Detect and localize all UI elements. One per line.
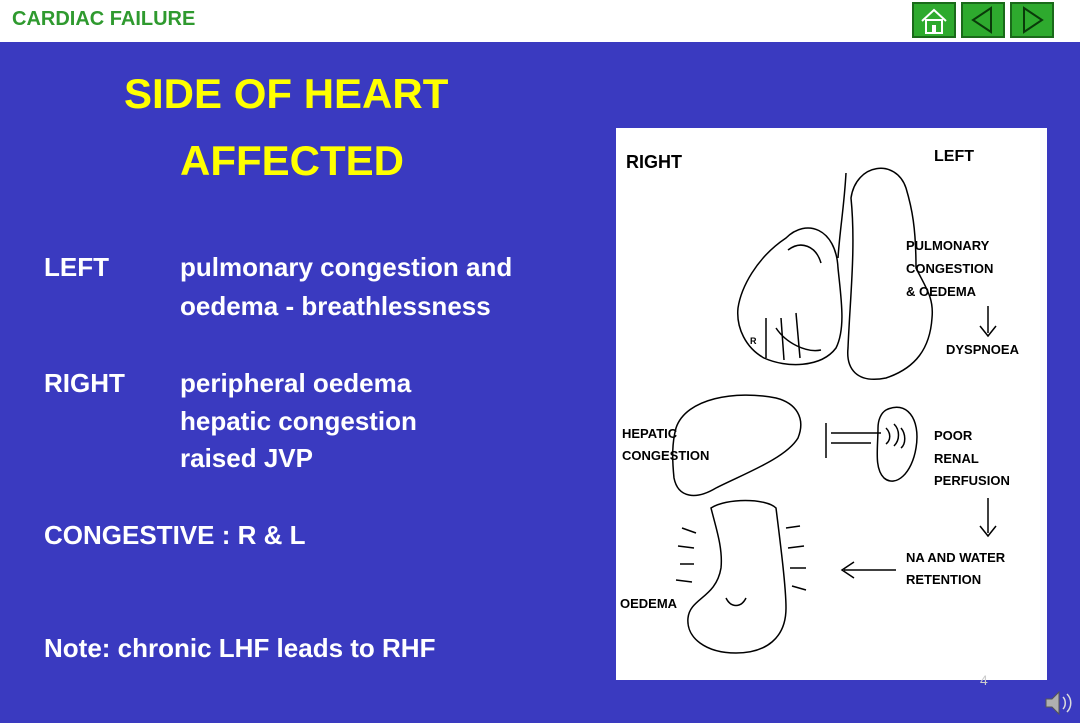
diagram-left-label: LEFT xyxy=(934,148,974,165)
congestive-line: CONGESTIVE : R & L xyxy=(44,520,306,550)
left-line1: pulmonary congestion and xyxy=(180,252,513,282)
note-line: Note: chronic LHF leads to RHF xyxy=(44,633,436,663)
heart-failure-diagram: RIGHT LEFT R PULMONARY CONGESTION & OEDE… xyxy=(616,128,1047,680)
arrow-left xyxy=(840,561,896,579)
arrow-down-1 xyxy=(979,306,997,338)
right-line2: hepatic congestion xyxy=(180,406,417,436)
prev-icon xyxy=(971,6,992,34)
dyspnoea-label: DYSPNOEA xyxy=(946,342,1019,357)
leg-outline xyxy=(687,499,787,654)
slide-title-line1: SIDE OF HEART xyxy=(124,70,449,117)
na-label-1: NA AND WATER xyxy=(906,550,1006,565)
left-line2: oedema - breathlessness xyxy=(180,291,491,321)
next-icon xyxy=(1023,6,1044,34)
next-button[interactable] xyxy=(1010,2,1054,38)
header-bar: CARDIAC FAILURE xyxy=(0,0,1080,42)
poor-label-3: PERFUSION xyxy=(934,473,1010,488)
speaker-icon xyxy=(1045,690,1072,716)
liver-outline xyxy=(671,394,802,497)
hepatic-label-1: HEPATIC xyxy=(622,426,678,441)
right-heart-outline xyxy=(737,227,843,366)
page-number: 4 xyxy=(980,672,988,688)
right-line1: peripheral oedema xyxy=(180,368,412,398)
aorta-line xyxy=(837,172,847,259)
diagram-right-label: RIGHT xyxy=(626,152,682,172)
pulmonary-label-2: CONGESTION xyxy=(906,261,994,276)
pulmonary-label-1: PULMONARY xyxy=(906,238,990,253)
left-label: LEFT xyxy=(44,252,109,282)
prev-button[interactable] xyxy=(961,2,1005,38)
pulmonary-label-3: & OEDEMA xyxy=(906,284,977,299)
hepatic-label-2: CONGESTION xyxy=(622,448,710,463)
right-line3: raised JVP xyxy=(180,443,313,473)
slide-title-line2: AFFECTED xyxy=(180,137,404,184)
arrow-down-2 xyxy=(979,498,997,538)
diagram-drawing xyxy=(671,167,997,654)
poor-label-1: POOR xyxy=(934,428,973,443)
oedema-label: OEDEMA xyxy=(620,596,678,611)
diagram-r-marker: R xyxy=(750,336,757,346)
presentation-title: CARDIAC FAILURE xyxy=(12,8,196,30)
left-heart-outline xyxy=(847,167,934,380)
home-icon xyxy=(921,8,947,34)
right-label: RIGHT xyxy=(44,368,125,398)
poor-label-2: RENAL xyxy=(934,451,979,466)
home-button[interactable] xyxy=(912,2,956,38)
kidney-outline xyxy=(876,406,918,482)
speaker-button[interactable] xyxy=(1042,688,1076,718)
na-label-2: RETENTION xyxy=(906,572,982,587)
